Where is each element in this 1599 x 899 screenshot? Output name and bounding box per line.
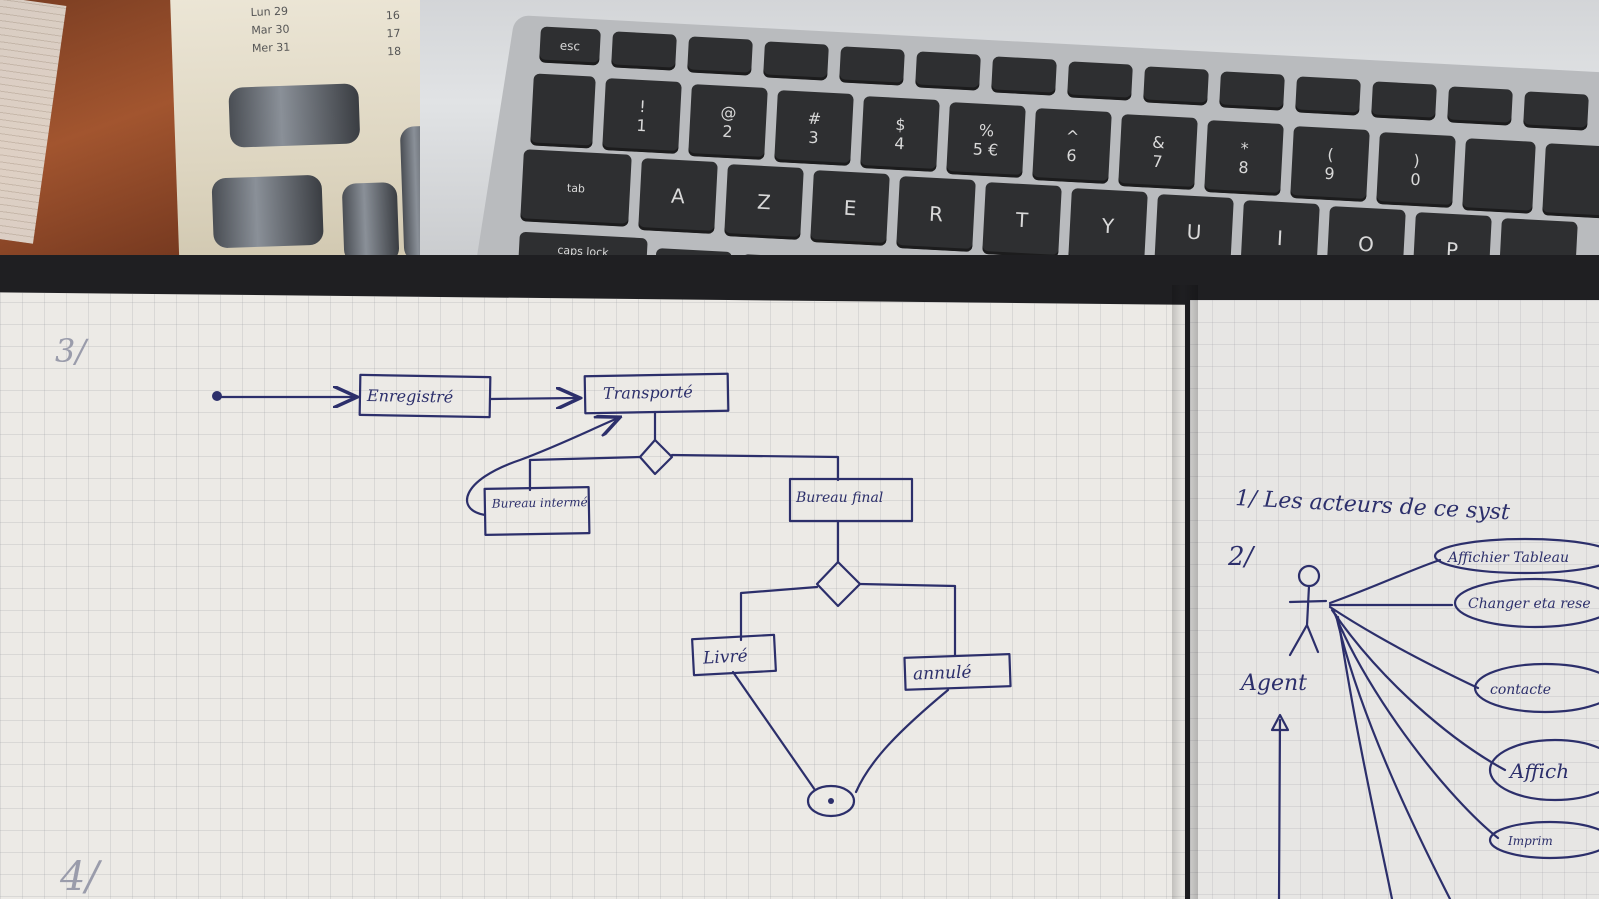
use-case-ellipse	[1453, 577, 1599, 629]
use-case-ellipse	[1488, 820, 1599, 860]
use-case-ellipse	[1433, 537, 1599, 575]
use-case-section: 1/ Les acteurs de ce syst 2/ Agent Affic…	[1227, 486, 1599, 899]
decision-node	[815, 560, 862, 608]
flow-line	[739, 585, 819, 642]
flow-line	[528, 455, 642, 492]
use-case-label: Changer eta rese	[1468, 596, 1591, 612]
state-box-bureau-intermediaire	[483, 485, 591, 537]
flow-line	[854, 688, 950, 794]
final-node-dot	[828, 798, 834, 804]
flow-line	[858, 582, 957, 657]
loop-arrow	[466, 418, 618, 517]
association-line	[1334, 613, 1452, 899]
stick-figure-actor	[1288, 564, 1328, 657]
state-box-bureau-final	[788, 477, 914, 523]
notebook-left-page	[0, 292, 1185, 899]
state-label: Transporté	[603, 382, 693, 403]
use-case-ellipse	[1473, 662, 1599, 714]
activity-diagram: Enregistré Transporté Bureau intermé Bur…	[212, 372, 1012, 818]
state-box-enregistre	[358, 373, 492, 419]
association-line	[1336, 615, 1394, 899]
generalization-arrowhead	[1270, 713, 1290, 732]
state-label: Bureau final	[795, 490, 883, 506]
transition-arrow	[488, 398, 578, 399]
notebook-gutter	[1172, 285, 1198, 899]
final-node	[806, 784, 856, 818]
state-label: Bureau intermé	[491, 495, 588, 511]
flow-line	[731, 670, 817, 792]
use-case-label: Affich	[1508, 759, 1569, 783]
use-case-label: contacte	[1490, 682, 1551, 698]
state-label: Enregistré	[366, 386, 454, 407]
use-case-label: Imprim	[1507, 834, 1553, 848]
association-line	[1328, 558, 1442, 605]
generalization-line	[1277, 718, 1282, 899]
state-label: Livré	[702, 646, 749, 668]
association-line	[1332, 610, 1500, 840]
section-3-label: 3/	[55, 332, 89, 370]
flow-line	[670, 453, 840, 482]
question-1-text: 1/ Les acteurs de ce syst	[1235, 486, 1511, 525]
state-label: annulé	[913, 663, 972, 685]
decision-node	[638, 438, 674, 476]
question-2-label: 2/	[1227, 542, 1256, 572]
state-box-transporte	[583, 372, 730, 415]
section-4-label: 4/	[59, 854, 102, 899]
actor-name: Agent	[1239, 671, 1307, 696]
use-case-label: Affichier Tableau	[1446, 550, 1569, 566]
association-line	[1330, 608, 1507, 772]
association-line	[1328, 605, 1480, 690]
state-box-annule	[903, 653, 1012, 691]
initial-node	[212, 391, 222, 401]
notebook-right-page	[1190, 300, 1599, 899]
use-case-ellipse	[1488, 738, 1599, 802]
